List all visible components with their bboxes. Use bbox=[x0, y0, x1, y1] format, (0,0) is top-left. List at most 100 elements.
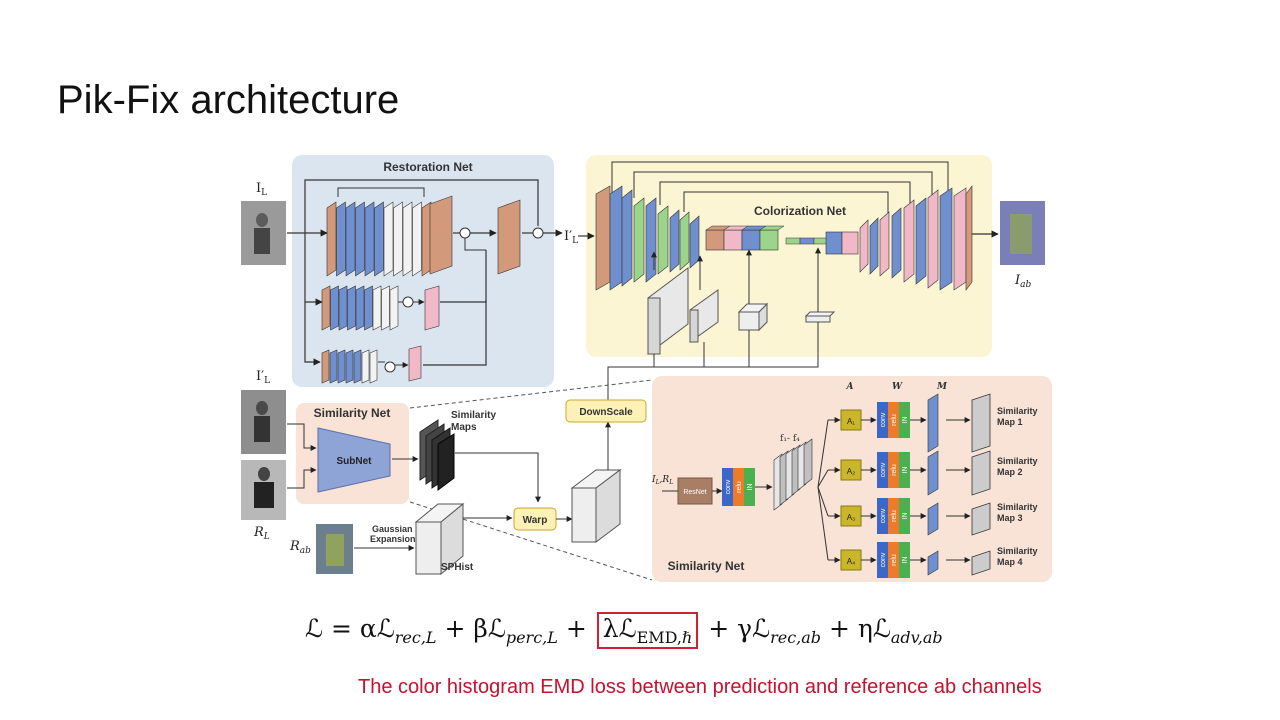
branch-line bbox=[817, 486, 829, 561]
network-layer bbox=[859, 219, 869, 273]
restoration-mid-block bbox=[321, 285, 440, 331]
block-label: relu bbox=[891, 510, 898, 522]
network-layer bbox=[927, 189, 939, 289]
network-layer bbox=[402, 201, 413, 277]
sphist-cube bbox=[414, 502, 465, 576]
col-skip-4 bbox=[683, 191, 889, 214]
network-layer bbox=[903, 199, 915, 283]
decoder-block bbox=[841, 231, 859, 255]
network-layer bbox=[338, 285, 348, 331]
similarity-map-2 bbox=[971, 450, 991, 496]
network-layer bbox=[345, 201, 356, 277]
features-label: f₁- f₄ bbox=[780, 434, 800, 444]
block-label: IN bbox=[747, 484, 754, 491]
label-Iab: Iab bbox=[1014, 273, 1032, 290]
subnet-shape bbox=[317, 427, 391, 493]
network-layer bbox=[915, 197, 927, 285]
block-label: conv bbox=[880, 412, 887, 427]
network-layer bbox=[953, 187, 967, 291]
network-layer bbox=[609, 185, 623, 291]
network-layer bbox=[424, 285, 440, 331]
in-layer bbox=[899, 452, 910, 488]
sum-node-2 bbox=[532, 227, 544, 239]
grey-feature-cube-4 bbox=[804, 311, 836, 323]
colorization-net: Colorization Net bbox=[578, 155, 999, 400]
network-layer bbox=[393, 201, 403, 277]
attention-label-4: A₄ bbox=[847, 557, 856, 566]
block-label: relu bbox=[891, 414, 898, 426]
network-layer bbox=[364, 285, 373, 331]
relu-layer bbox=[888, 498, 899, 534]
col-w-label: W bbox=[892, 382, 903, 392]
col-skip-1 bbox=[611, 161, 949, 198]
similarity-maps-label-2: Maps bbox=[451, 422, 477, 433]
input-image-Rab bbox=[316, 524, 353, 574]
output-image-Iab bbox=[1000, 201, 1045, 265]
similarity-map-3 bbox=[971, 502, 991, 536]
similarity-map-4 bbox=[971, 550, 991, 576]
label-RL: RL bbox=[253, 525, 270, 542]
architecture-diagram: Restoration Net Colorization Net bbox=[241, 155, 1052, 582]
loss-equation: ℒ = αℒrec,L + βℒperc,L + λℒEMD,ℏ + γℒrec… bbox=[305, 612, 943, 649]
network-layer bbox=[879, 211, 890, 277]
network-layer bbox=[336, 201, 346, 277]
bottleneck-block bbox=[741, 229, 761, 251]
emd-loss-caption: The color histogram EMD loss between pre… bbox=[358, 676, 1042, 698]
network-layer bbox=[965, 185, 973, 291]
similarity-map-label: Similarity bbox=[997, 546, 1038, 556]
branch-line bbox=[817, 486, 829, 517]
network-layer bbox=[497, 199, 521, 275]
slide-title: Pik-Fix architecture bbox=[57, 78, 400, 122]
network-layer bbox=[429, 195, 453, 275]
network-layer bbox=[657, 205, 669, 275]
grey-feature-cube-1 bbox=[647, 267, 689, 355]
network-layer bbox=[927, 393, 939, 453]
col-skip-3 bbox=[659, 181, 911, 210]
similarity-maps-label-1: Similarity bbox=[451, 410, 496, 421]
restoration-skip-line bbox=[304, 179, 539, 233]
network-layer bbox=[355, 285, 365, 331]
block-label: relu bbox=[891, 464, 898, 476]
network-layer bbox=[345, 349, 354, 384]
block-label: IN bbox=[902, 417, 909, 424]
col-m-label: M bbox=[936, 382, 948, 392]
in-layer bbox=[899, 542, 910, 578]
similarity-map-label: Similarity bbox=[997, 456, 1038, 466]
attention-label-2: A₂ bbox=[847, 467, 855, 476]
network-layer bbox=[927, 450, 939, 496]
branch-line bbox=[817, 469, 829, 488]
col-skip-2 bbox=[633, 171, 933, 198]
colorization-net-title: Colorization Net bbox=[754, 204, 846, 218]
network-layer bbox=[355, 201, 365, 277]
subnet-label: SubNet bbox=[337, 456, 373, 467]
bottleneck-block bbox=[723, 229, 743, 251]
similarity-detail-title: Similarity Net bbox=[668, 559, 745, 573]
block-label: conv bbox=[880, 462, 887, 477]
network-layer bbox=[421, 201, 432, 277]
input-image-RL bbox=[241, 460, 286, 520]
network-layer bbox=[595, 185, 611, 291]
network-layer bbox=[408, 345, 422, 382]
network-layer bbox=[679, 211, 690, 271]
restoration-bottom-block bbox=[321, 345, 422, 384]
restoration-inner-skip bbox=[337, 187, 425, 197]
relu-layer bbox=[888, 542, 899, 578]
label-ILprime: I′L bbox=[256, 369, 270, 386]
bottleneck-block bbox=[759, 229, 779, 251]
conv-layer bbox=[877, 402, 888, 438]
rest-branch-bot bbox=[304, 302, 321, 366]
network-layer bbox=[364, 201, 375, 277]
network-layer bbox=[330, 285, 339, 331]
feature-stack bbox=[773, 438, 813, 511]
similarity-map-label: Map 2 bbox=[997, 467, 1023, 477]
bottleneck-thin bbox=[799, 237, 815, 245]
block-label: conv bbox=[880, 552, 887, 567]
similarity-map-label: Map 1 bbox=[997, 417, 1023, 427]
col-a-label: A bbox=[846, 382, 854, 392]
bottleneck-thin bbox=[785, 237, 801, 245]
downscale-box bbox=[565, 399, 647, 423]
resnet-label: ResNet bbox=[683, 489, 706, 496]
sphist-label: SPHist bbox=[441, 562, 474, 573]
network-layer bbox=[326, 201, 337, 277]
